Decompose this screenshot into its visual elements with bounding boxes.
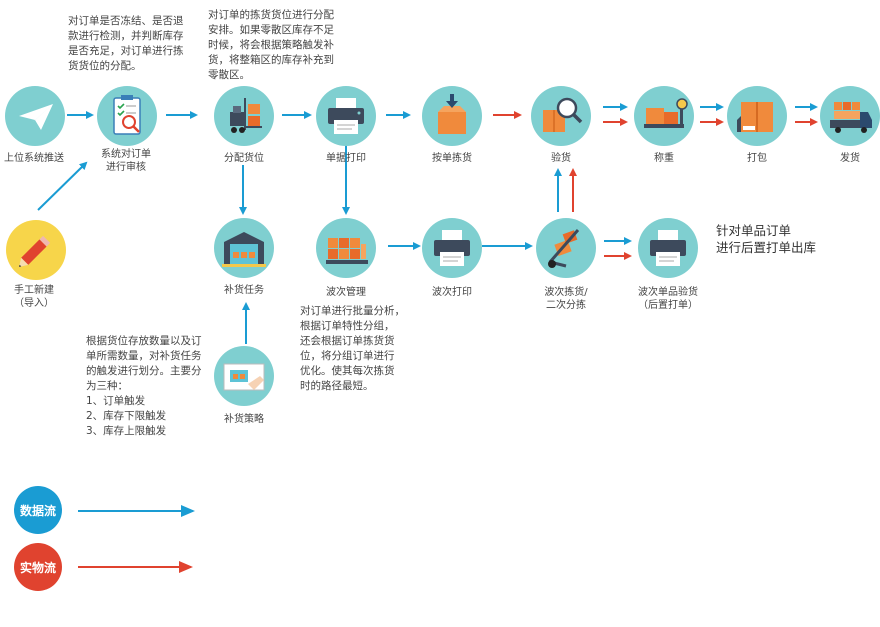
- node-audit: [97, 86, 157, 146]
- printer-icon: [434, 230, 470, 266]
- paper-plane-icon: [19, 104, 53, 130]
- scale-icon: [644, 98, 688, 128]
- note-wave: 对订单进行批量分析， 根据订单特性分组， 还会根据订单拣货货 位，将分组订单进行…: [300, 305, 405, 392]
- pallet-boxes-icon: [326, 238, 368, 264]
- note-single: 针对单品订单 进行后置打单出库: [716, 223, 817, 255]
- node-pack: [727, 86, 787, 146]
- legend-physical-flow: 实物流: [14, 543, 62, 591]
- node-print: [316, 86, 376, 146]
- label-allocate: 分配货位: [224, 153, 264, 164]
- truck-icon: [830, 102, 872, 133]
- node-wave-single: [638, 218, 698, 278]
- node-upstream: [5, 86, 65, 146]
- label-print: 单据打印: [326, 153, 366, 164]
- node-replenish-strategy: [214, 346, 274, 406]
- label-upstream: 上位系统推送: [4, 153, 64, 164]
- label-pick: 按单拣货: [432, 153, 472, 164]
- note-allocate: 对订单的拣货货位进行分配 安排。如果零散区库存不足 时候，将会根据策略触发补 货…: [208, 9, 334, 81]
- node-wave-print: [422, 218, 482, 278]
- node-manual: [6, 220, 66, 280]
- label-replenish-task: 补货任务: [224, 285, 264, 296]
- label-pack: 打包: [747, 153, 767, 164]
- warehouse-icon: [222, 232, 266, 267]
- note-audit: 对订单是否冻结、是否退 款进行检测，并判断库存 是否充足，对订单进行拣 货货位的…: [68, 15, 184, 72]
- forklift-icon: [230, 98, 262, 133]
- legend-data-flow: 数据流: [14, 486, 62, 534]
- label-wave-manage: 波次管理: [326, 287, 366, 298]
- label-manual: 手工新建 （导入）: [14, 285, 54, 309]
- hand-screen-icon: [223, 363, 265, 391]
- label-ship: 发货: [840, 153, 860, 164]
- hand-truck-icon: [548, 229, 580, 268]
- label-audit: 系统对订单 进行审核: [101, 149, 151, 173]
- node-ship: [820, 86, 880, 146]
- arrow-manual-audit: [37, 161, 88, 211]
- label-wave-print: 波次打印: [432, 287, 472, 298]
- package-icon: [737, 102, 773, 132]
- node-wave-pick: [536, 218, 596, 278]
- node-wave-manage: [316, 218, 376, 278]
- magnifier-box-icon: [543, 97, 583, 132]
- label-wave-single: 波次单品验货 （后置打单）: [638, 287, 698, 311]
- printer-icon: [328, 98, 364, 134]
- label-weigh: 称重: [654, 153, 674, 164]
- note-replenish: 根据货位存放数量以及订 单所需数量，对补货任务 的触发进行划分。主要分 为三种：…: [86, 335, 202, 437]
- node-replenish-task: [214, 218, 274, 278]
- node-weigh: [634, 86, 694, 146]
- label-replenish-strategy: 补货策略: [224, 414, 264, 425]
- label-inspect: 验货: [551, 153, 571, 164]
- pencil-icon: [19, 235, 51, 267]
- clipboard-check-icon: [113, 95, 141, 135]
- node-allocate: [214, 86, 274, 146]
- printer-icon: [650, 230, 686, 266]
- node-inspect: [531, 86, 591, 146]
- label-wave-pick: 波次拣货/ 二次分拣: [544, 287, 588, 311]
- node-pick: [422, 86, 482, 146]
- box-down-icon: [438, 94, 466, 134]
